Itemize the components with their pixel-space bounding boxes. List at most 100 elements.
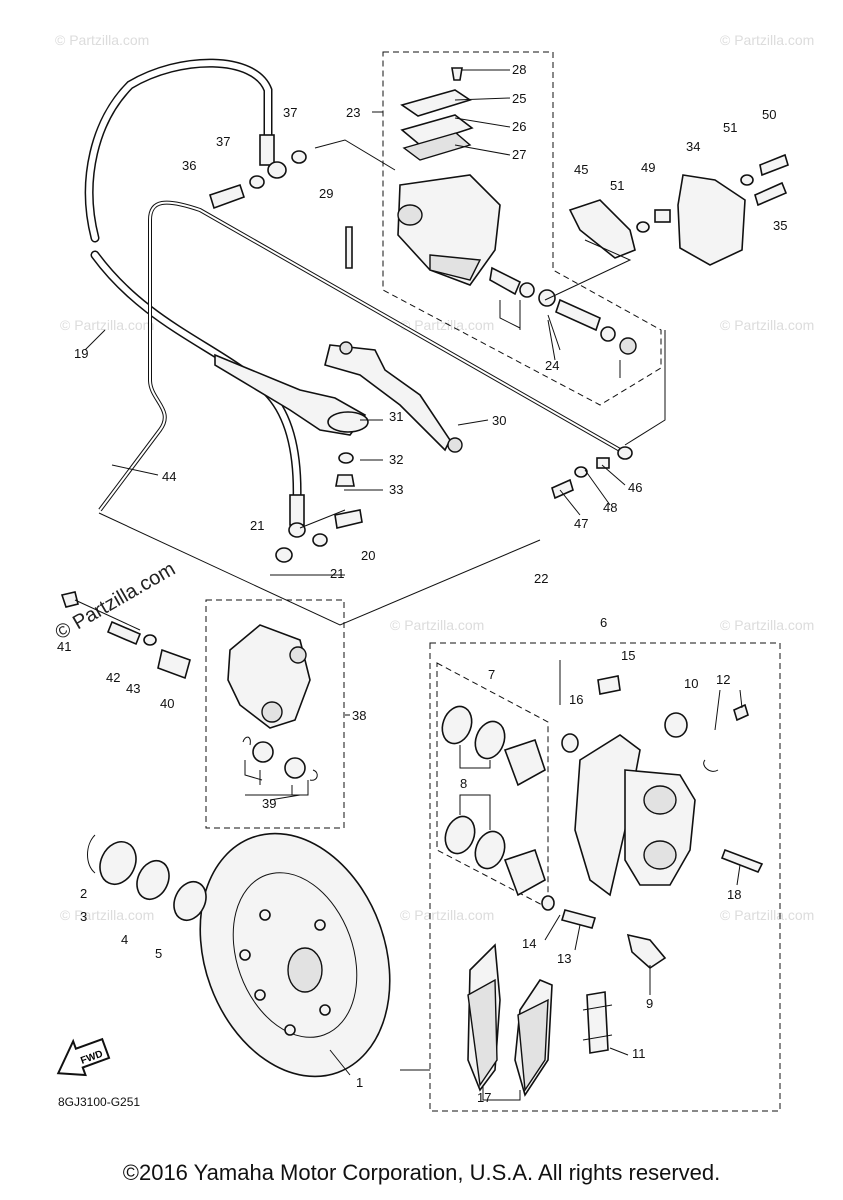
callout-10: 10 [684,676,698,691]
diagram-code: 8GJ3100-G251 [58,1095,141,1109]
callout-2: 2 [80,886,87,901]
diaphragm-plate [400,89,472,117]
washer [338,452,354,464]
callout-20: 20 [361,548,375,563]
pin-bolt [720,848,764,874]
watermark: © Partzilla.com [390,617,484,633]
piston-kit [489,266,637,378]
callout-7: 7 [488,667,495,682]
callout-34: 34 [686,139,700,154]
washer [574,466,588,478]
washer [636,221,650,233]
ring [99,841,137,885]
watermark: © Partzilla.com [60,907,154,923]
callout-6: 6 [600,615,607,630]
hose-fitting [259,134,275,166]
callout-32: 32 [389,452,403,467]
callout-17: 17 [477,1090,491,1105]
bleed-screw [560,909,597,929]
pin-bolt-set [60,591,191,680]
brake-disc [199,832,391,1078]
callout-41: 41 [57,639,71,654]
callout-29: 29 [319,186,333,201]
callout-26: 26 [512,119,526,134]
bolt [754,181,788,207]
leader-lines [84,69,743,1076]
callout-28: 28 [512,62,526,77]
callout-9: 9 [646,996,653,1011]
fwd-arrow-icon: FWD [56,1037,111,1077]
gasket [249,175,265,189]
washer [143,634,157,646]
callout-19: 19 [74,346,88,361]
callout-50: 50 [762,107,776,122]
boot [252,741,274,763]
callout-16: 16 [569,692,583,707]
gasket [275,547,293,563]
master-cylinder [397,67,501,286]
callout-21: 21 [330,566,344,581]
callout-27: 27 [512,147,526,162]
ring [173,880,207,922]
collar [596,457,610,469]
callout-18: 18 [727,887,741,902]
callout-49: 49 [641,160,655,175]
callout-22: 22 [534,571,548,586]
union-bolt [209,183,246,210]
callout-23: 23 [346,105,360,120]
brake-cable [98,200,621,512]
callout-37: 37 [283,105,297,120]
union-bolt [334,509,363,529]
callout-43: 43 [126,681,140,696]
watermark: © Partzilla.com [720,32,814,48]
bleed-valve [733,703,749,722]
brake-hose [84,58,305,526]
brake-switch-arm [568,199,636,259]
diaphragm [400,114,474,146]
collar [654,209,671,223]
callout-4: 4 [121,932,128,947]
callout-14: 14 [522,936,536,951]
callout-40: 40 [160,696,174,711]
nut [335,474,355,487]
callout-25: 25 [512,91,526,106]
callout-5: 5 [155,946,162,961]
pad-spring [586,991,609,1054]
watermark: © Partzilla.com [60,317,154,333]
watermark: © Partzilla.com [720,907,814,923]
caliper-bracket [227,624,318,796]
hose-fitting [289,494,305,526]
master-cylinder-group-box [382,51,662,406]
watermark: © Partzilla.com [720,617,814,633]
watermark: © Partzilla.com [720,317,814,333]
caliper-body [541,675,764,970]
copyright-notice: ©2016 Yamaha Motor Corporation, U.S.A. A… [122,1160,721,1185]
callout-37: 37 [216,134,230,149]
callout-11: 11 [632,1046,646,1061]
hose-banjo [267,161,287,179]
callout-51: 51 [610,178,624,193]
callouts: 1 2 3 4 5 6 7 8 9 10 11 12 13 14 15 16 1… [57,62,787,1105]
brake-lever [214,226,463,487]
gasket [541,895,555,911]
cap-screw [451,67,463,81]
reservoir-cap [402,132,472,161]
callout-1: 1 [356,1075,363,1090]
watermark: © Partzilla.com [400,317,494,333]
caliper-bracket-group-box [205,599,345,829]
ring [136,859,170,901]
spring [106,620,142,646]
banjo-fittings-bottom [275,509,363,563]
callout-35: 35 [773,218,787,233]
callout-21: 21 [250,518,264,533]
callout-12: 12 [716,672,730,687]
callout-42: 42 [106,670,120,685]
sleeve [157,648,191,680]
switch-bracket [568,153,789,266]
brake-pads [467,943,613,1101]
callout-31: 31 [389,409,403,424]
watermarks: © Partzilla.com © Partzilla.com © Partzi… [52,32,815,923]
boot [284,757,306,779]
washer [740,174,754,186]
